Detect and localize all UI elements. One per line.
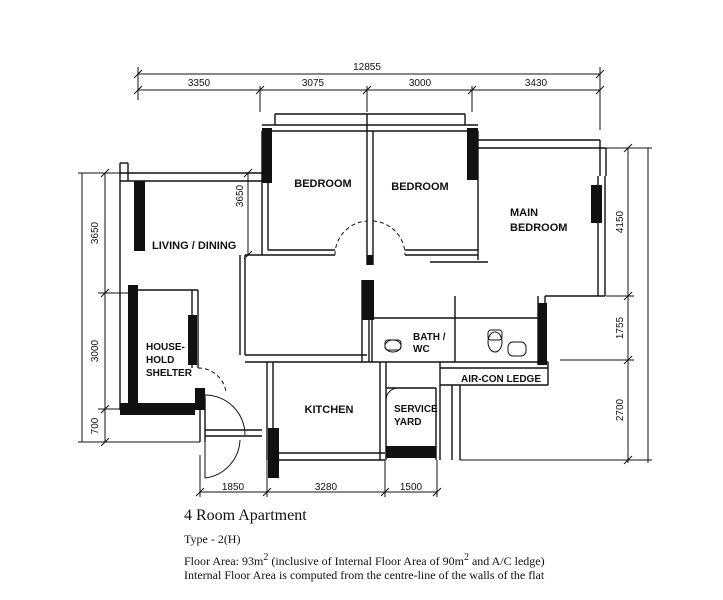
dim-right-3: 2700 xyxy=(615,398,626,421)
dim-bottom-1: 1850 xyxy=(222,482,245,493)
floor-area-mid: (inclusive of Internal Floor Area of 90m xyxy=(268,554,464,568)
floor-area-prefix: Floor Area: 93m xyxy=(184,554,264,568)
dimension-labels: 12855 3350 3075 3000 3430 1850 3280 1500… xyxy=(90,62,626,493)
floor-area-suffix: and A/C ledge) xyxy=(468,554,545,568)
label-main-bedroom-1: MAIN xyxy=(510,207,538,219)
dim-overall-width: 12855 xyxy=(353,62,381,73)
dim-bottom-3: 1500 xyxy=(400,482,423,493)
walls xyxy=(119,113,607,461)
label-service-yard-2: YARD xyxy=(394,417,421,428)
toilet-fixtures xyxy=(384,329,527,357)
label-main-bedroom-2: BEDROOM xyxy=(510,222,567,234)
label-aircon-ledge: AIR-CON LEDGE xyxy=(461,374,541,385)
dim-left-1: 3650 xyxy=(90,221,101,244)
right-dimension-lines xyxy=(460,143,652,465)
label-shelter-3: SHELTER xyxy=(146,368,193,379)
label-service-yard-1: SERVICE xyxy=(394,404,438,415)
left-dimension-lines xyxy=(78,168,200,447)
label-living-dining: LIVING / DINING xyxy=(152,240,236,252)
caption-floor-area: Floor Area: 93m2 (inclusive of Internal … xyxy=(184,552,545,569)
dim-bottom-2: 3280 xyxy=(315,482,338,493)
label-shelter-1: HOUSE- xyxy=(146,342,185,353)
label-kitchen: KITCHEN xyxy=(305,404,354,416)
top-dimension-lines xyxy=(133,67,605,130)
label-bath-wc-2: WC xyxy=(413,344,430,355)
floor-plan: 12855 3350 3075 3000 3430 1850 3280 1500… xyxy=(78,62,652,497)
caption-title: 4 Room Apartment xyxy=(184,507,307,524)
dim-right-1: 4150 xyxy=(615,210,626,233)
label-bedroom-1: BEDROOM xyxy=(294,178,351,190)
inner-dimension-line xyxy=(243,168,253,260)
dim-right-2: 1755 xyxy=(615,316,626,339)
floor-area-superscript-1: 2 xyxy=(263,552,269,563)
caption-note: Internal Floor Area is computed from the… xyxy=(184,568,545,582)
dim-left-3: 700 xyxy=(90,417,101,434)
floor-area-superscript-2: 2 xyxy=(463,552,469,563)
label-bedroom-2: BEDROOM xyxy=(391,181,448,193)
dim-top-3: 3000 xyxy=(409,78,432,89)
doors xyxy=(204,387,399,479)
bottom-dimension-lines xyxy=(195,455,442,497)
solid-wall-segments xyxy=(120,128,602,478)
caption-type: Type - 2(H) xyxy=(184,532,241,546)
dim-inner-bedroom-depth: 3650 xyxy=(235,184,246,207)
label-shelter-2: HOLD xyxy=(146,355,174,366)
dim-top-2: 3075 xyxy=(302,78,325,89)
label-bath-wc-1: BATH / xyxy=(413,332,446,343)
door-swings xyxy=(197,220,406,393)
dim-left-2: 3000 xyxy=(90,339,101,362)
room-labels: BEDROOM BEDROOM MAIN BEDROOM LIVING / DI… xyxy=(146,178,567,428)
dim-top-1: 3350 xyxy=(188,78,211,89)
dim-top-4: 3430 xyxy=(525,78,548,89)
